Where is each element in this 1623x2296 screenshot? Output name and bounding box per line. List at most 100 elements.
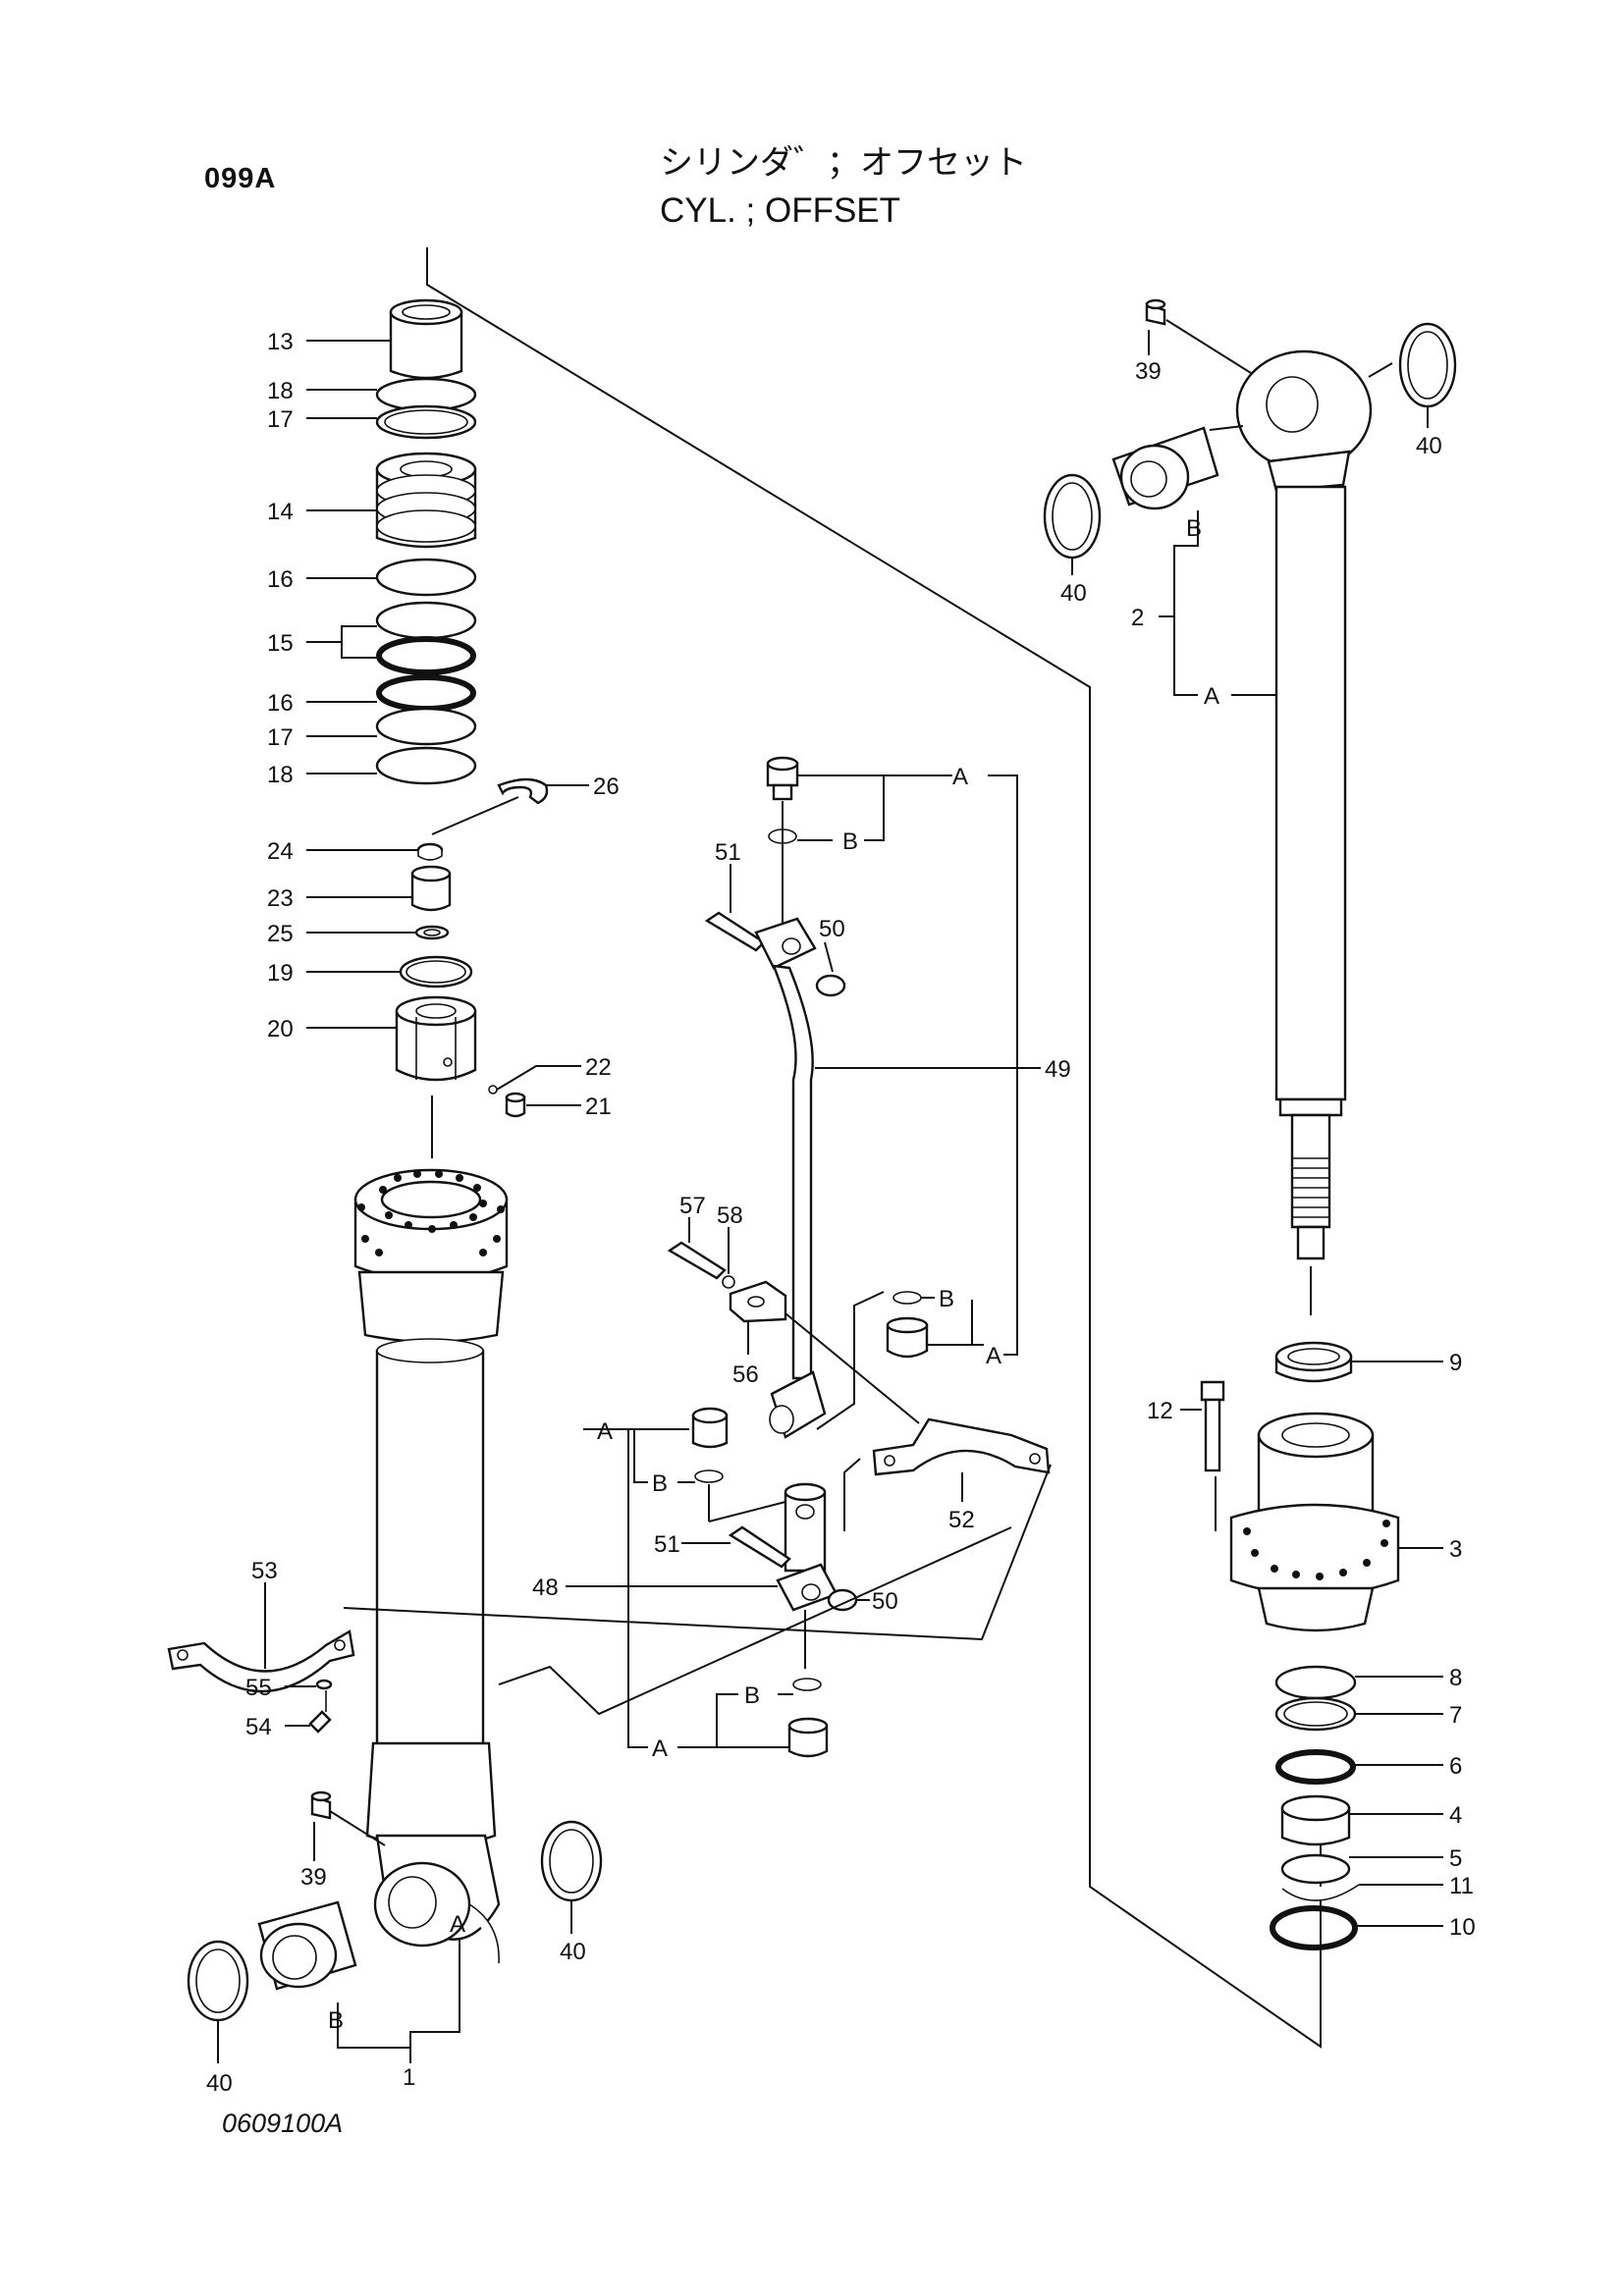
label-B: B xyxy=(939,1286,954,1312)
label-7: 7 xyxy=(1449,1702,1462,1729)
label-19: 19 xyxy=(267,960,294,987)
title-japanese: シリンダ゛；オフセット xyxy=(660,143,1027,183)
part-4-bushing xyxy=(1280,1794,1351,1846)
part-oring-left xyxy=(694,1469,724,1483)
label-A: A xyxy=(986,1343,1001,1369)
part-1-cylinder-tube xyxy=(353,1168,509,1964)
label-18: 18 xyxy=(267,762,294,788)
label-10: 10 xyxy=(1449,1914,1476,1941)
part-19-oring xyxy=(399,955,473,988)
label-53: 53 xyxy=(251,1558,278,1584)
part-40-rings-top xyxy=(1043,322,1457,560)
part-8-7-6-rings xyxy=(1274,1665,1357,1785)
label-17: 17 xyxy=(267,406,294,433)
label-49: 49 xyxy=(1045,1056,1071,1083)
label-23: 23 xyxy=(267,885,294,912)
label-9: 9 xyxy=(1449,1350,1462,1376)
label-50: 50 xyxy=(872,1588,898,1615)
label-B: B xyxy=(652,1470,668,1497)
part-16-15-seals xyxy=(375,558,477,785)
label-6: 6 xyxy=(1449,1753,1462,1780)
part-52-clamp xyxy=(872,1417,1051,1476)
part-20-nut xyxy=(395,995,477,1082)
label-24: 24 xyxy=(267,838,294,865)
label-18: 18 xyxy=(267,378,294,404)
part-bottom-bushing xyxy=(257,1900,357,1991)
label-B: B xyxy=(744,1682,760,1709)
part-plug-left xyxy=(691,1407,729,1449)
label-52: 52 xyxy=(948,1507,975,1533)
part-24-ring xyxy=(416,842,444,861)
label-40: 40 xyxy=(206,2070,233,2097)
label-B: B xyxy=(328,2007,344,2034)
label-2: 2 xyxy=(1131,605,1144,631)
label-22: 22 xyxy=(585,1054,612,1081)
frame-lines xyxy=(426,247,1322,2049)
part-9-seal xyxy=(1274,1341,1353,1383)
label-51: 51 xyxy=(715,839,741,866)
label-26: 26 xyxy=(593,774,620,800)
part-rod-bushing xyxy=(1111,426,1219,510)
part-23-sleeve xyxy=(410,865,452,912)
label-B: B xyxy=(1186,515,1202,542)
part-40-rings-bottom xyxy=(187,1820,603,2022)
label-20: 20 xyxy=(267,1016,294,1042)
part-50-oring-top xyxy=(815,974,846,997)
label-A: A xyxy=(1204,683,1219,710)
part-53-clamp xyxy=(167,1629,355,1693)
part-22-ball xyxy=(488,1085,498,1095)
label-39: 39 xyxy=(300,1864,327,1891)
part-2-piston-rod xyxy=(1235,349,1373,1260)
page-code: 099A xyxy=(204,163,277,194)
label-A: A xyxy=(952,764,968,790)
label-40: 40 xyxy=(1416,433,1442,459)
part-39-grease-nipple-top xyxy=(1145,298,1166,326)
label-A: A xyxy=(652,1735,668,1762)
label-5: 5 xyxy=(1449,1845,1462,1872)
part-plug-right xyxy=(886,1316,929,1359)
part-18-17-rings xyxy=(375,377,477,440)
label-54: 54 xyxy=(245,1714,272,1740)
label-21: 21 xyxy=(585,1094,612,1120)
label-16: 16 xyxy=(267,690,294,717)
label-56: 56 xyxy=(732,1362,759,1388)
part-21-screw xyxy=(505,1092,526,1118)
drawing-number: 0609100A xyxy=(222,2109,344,2138)
part-58-washer xyxy=(722,1275,735,1289)
label-12: 12 xyxy=(1147,1398,1173,1424)
part-labels: 13 18 17 14 16 15 16 17 18 26 24 23 25 1… xyxy=(206,329,1476,2097)
part-48-block xyxy=(776,1482,839,1612)
label-25: 25 xyxy=(267,921,294,947)
label-39: 39 xyxy=(1135,358,1162,385)
label-A: A xyxy=(450,1911,465,1938)
label-8: 8 xyxy=(1449,1665,1462,1691)
part-3-cylinder-head xyxy=(1229,1412,1400,1632)
part-13-bushing xyxy=(389,298,463,380)
label-11: 11 xyxy=(1449,1873,1474,1899)
label-B: B xyxy=(842,828,858,855)
part-12-bolt xyxy=(1200,1380,1225,1472)
label-58: 58 xyxy=(717,1202,743,1229)
label-57: 57 xyxy=(679,1193,706,1219)
label-17: 17 xyxy=(267,724,294,751)
title-english: CYL. ; OFFSET xyxy=(660,191,901,230)
part-oring-right xyxy=(893,1291,922,1305)
label-51: 51 xyxy=(654,1531,680,1558)
part-26-clip xyxy=(497,777,549,805)
label-55: 55 xyxy=(245,1675,272,1701)
label-48: 48 xyxy=(532,1575,559,1601)
label-40: 40 xyxy=(560,1939,586,1965)
part-14-piston xyxy=(375,452,477,549)
label-50: 50 xyxy=(819,916,845,942)
part-49-pipe xyxy=(769,964,827,1439)
part-39-grease-nipple-bottom xyxy=(310,1790,332,1820)
part-51-bolt-low xyxy=(728,1525,791,1569)
part-55-54-bolt xyxy=(308,1679,333,1734)
label-14: 14 xyxy=(267,499,294,525)
label-1: 1 xyxy=(403,2064,415,2091)
part-56-bracket xyxy=(729,1280,787,1323)
part-flange-top xyxy=(754,917,817,970)
part-plug-top xyxy=(766,756,799,801)
part-oring-low xyxy=(792,1678,822,1691)
